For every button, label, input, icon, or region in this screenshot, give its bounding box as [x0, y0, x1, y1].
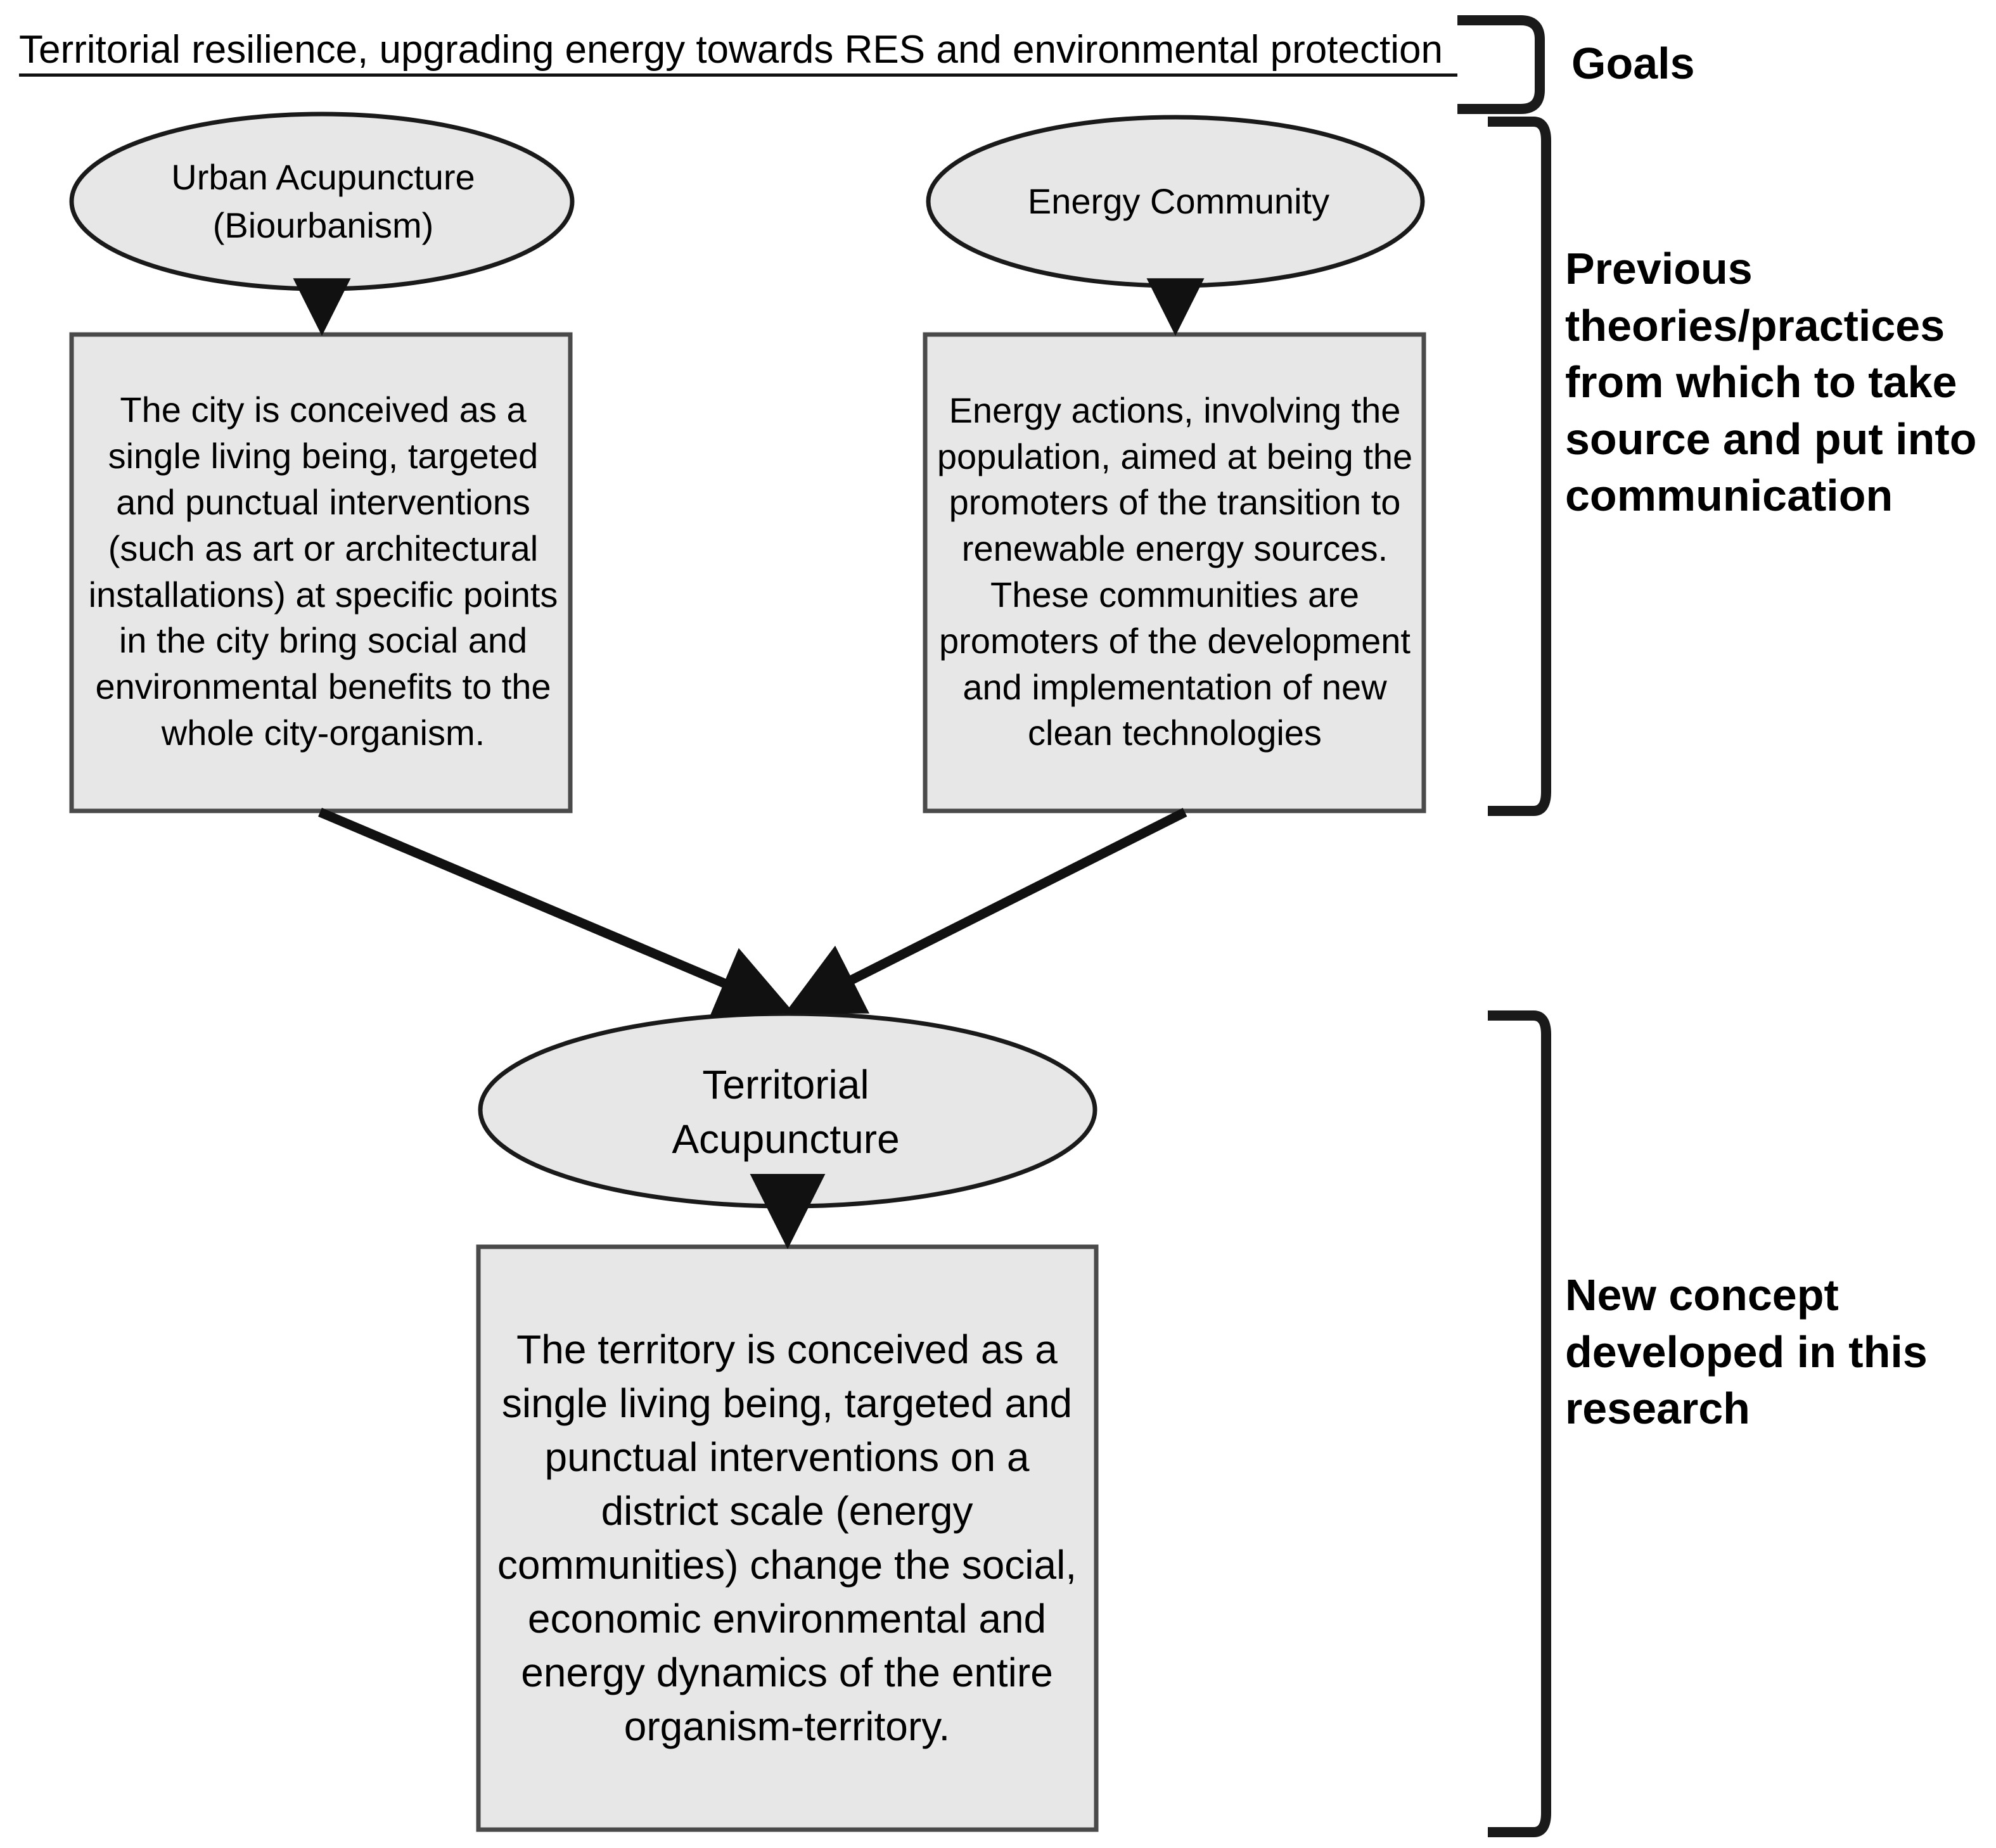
node-territorial-acupuncture-description: The territory is conceived as a single l… [497, 1326, 1077, 1750]
node-urban-acupuncture-label: Urban Acupuncture (Biourbanism) [171, 157, 475, 245]
bracket-new-concept [1488, 1010, 1551, 1837]
bracket-label-new-concept: New concept developed in this research [1565, 1270, 1928, 1434]
bracket-goals [1457, 15, 1545, 114]
bracket-previous-theories [1488, 117, 1551, 816]
node-urban-acupuncture-description: The city is conceived as a single living… [88, 390, 558, 753]
arrow-energy-box-to-territorial [784, 808, 1187, 1014]
goals-title: Territorial resilience, upgrading energy… [19, 30, 1457, 77]
node-energy-community-description: Energy actions, involving the population… [937, 390, 1413, 753]
node-territorial-acupuncture-label: Territorial Acupuncture [672, 1061, 900, 1162]
node-energy-community-label: Energy Community [1027, 181, 1330, 222]
bracket-label-goals: Goals [1571, 39, 1695, 88]
bracket-label-previous-theories: Previous theories/practices from which t… [1565, 244, 1977, 521]
arrow-urban-box-to-territorial [318, 808, 794, 1019]
